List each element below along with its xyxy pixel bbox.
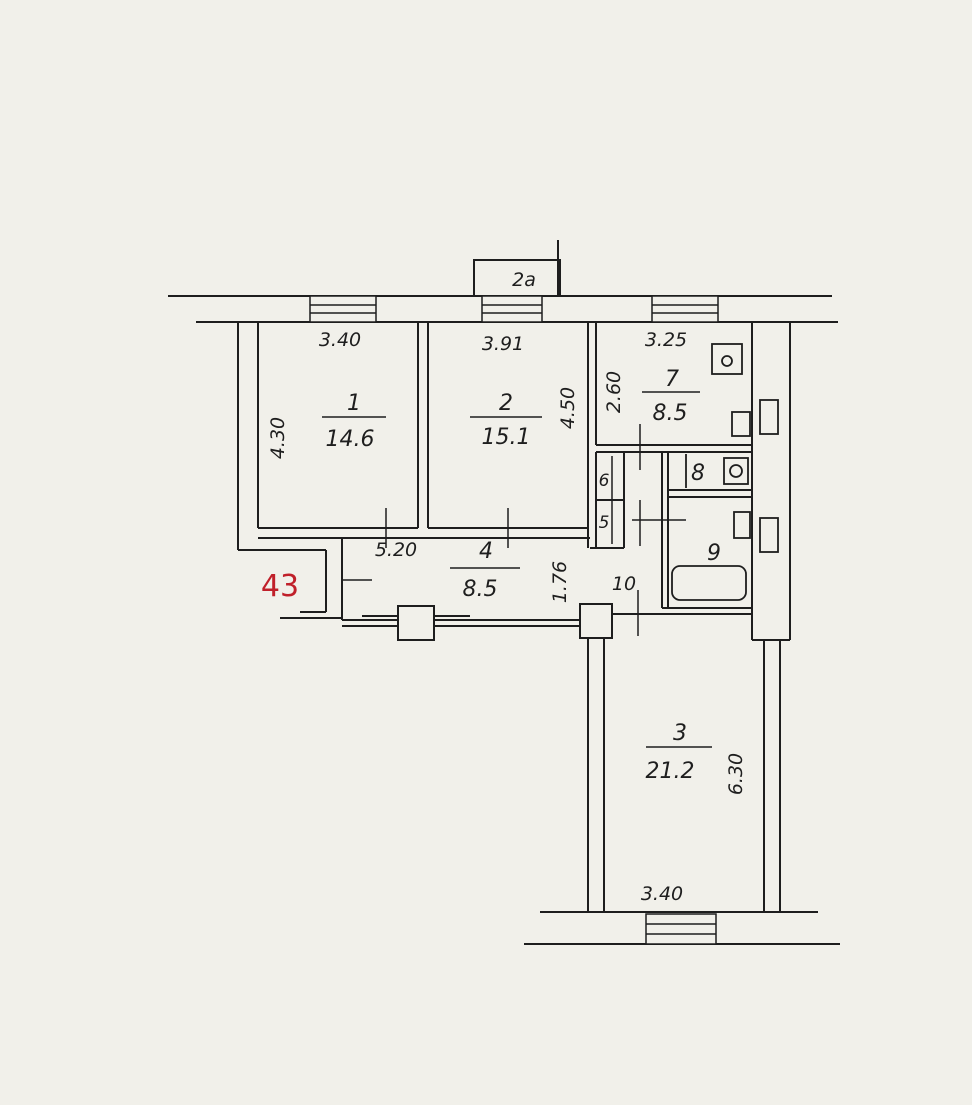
room-8-number: 8 (691, 461, 705, 486)
room-3-height: 6.30 (725, 753, 747, 795)
room-7-width: 3.25 (645, 329, 687, 351)
room-10-number: 10 (612, 573, 636, 595)
walls (168, 240, 840, 945)
room-2-number: 2 (499, 391, 513, 416)
room-6-number: 6 (599, 471, 610, 491)
fraction-bars (322, 391, 712, 748)
room-1-area: 14.6 (326, 427, 375, 452)
apartment-number: 43 (261, 569, 299, 604)
bathtub-icon (671, 565, 747, 601)
room-4-number: 4 (479, 539, 493, 564)
room-3-number: 3 (673, 721, 687, 746)
room-4-area: 8.5 (463, 577, 498, 602)
room-3-area: 21.2 (646, 759, 695, 784)
room-1-width: 3.40 (319, 329, 361, 351)
room-7-height: 2.60 (603, 371, 625, 413)
room-2-height: 4.50 (557, 387, 579, 429)
room-9-number: 9 (707, 541, 721, 566)
room-3-width: 3.40 (641, 883, 683, 905)
columns (362, 603, 613, 641)
room-7-number: 7 (665, 367, 679, 392)
windows (309, 295, 719, 945)
washbasin-icon (733, 511, 751, 539)
balcony-label: 2a (512, 269, 536, 291)
room-1-height: 4.30 (267, 417, 289, 459)
room-2-width: 3.91 (482, 333, 524, 355)
door-marks (342, 424, 686, 636)
hall-height: 1.76 (549, 561, 571, 603)
sink-icon (711, 343, 743, 375)
toilet-icon (731, 411, 751, 437)
fixtures (671, 343, 779, 601)
room-7-area: 8.5 (653, 401, 688, 426)
hall-width: 5.20 (375, 539, 417, 561)
room-2-area: 15.1 (482, 425, 531, 450)
room-1-number: 1 (347, 391, 361, 416)
room-5-number: 5 (599, 513, 610, 533)
